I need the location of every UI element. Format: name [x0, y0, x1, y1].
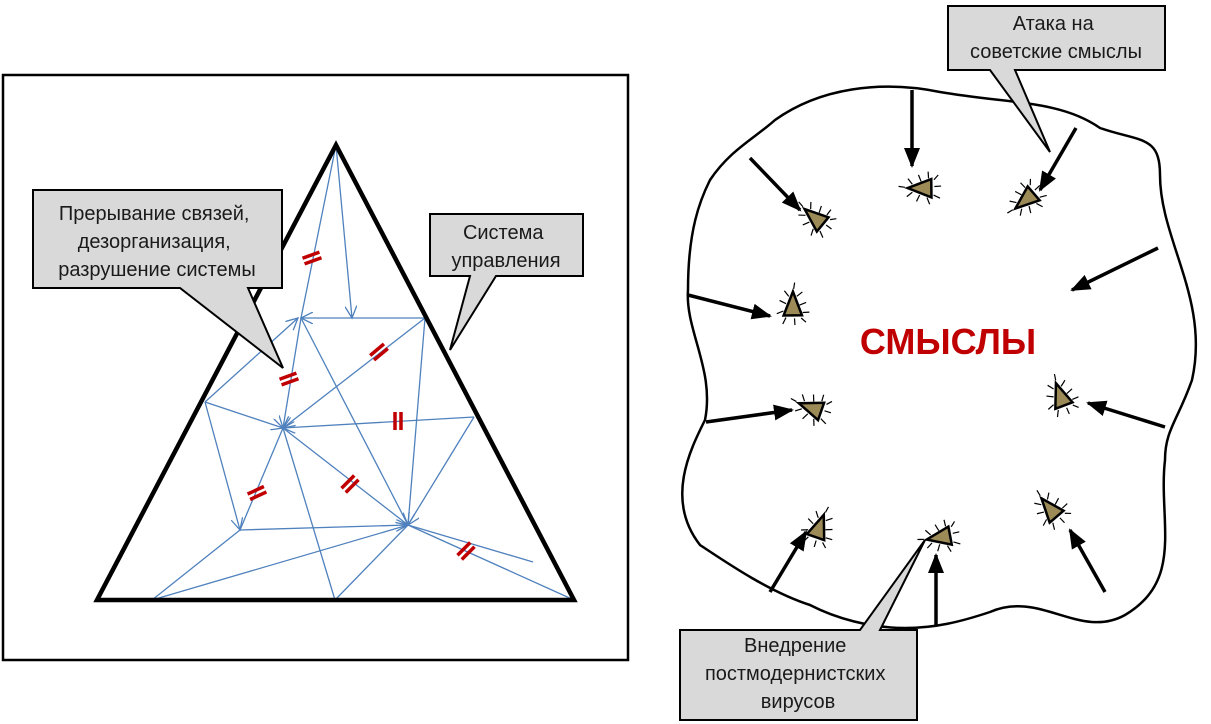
attack-arrows — [687, 90, 1166, 625]
callout-break-line-2: дезорганизация, — [78, 231, 231, 253]
virus — [798, 201, 837, 238]
callout-system-line-1: Система — [463, 222, 544, 244]
break-mark — [456, 541, 476, 561]
break-mark — [301, 250, 323, 266]
attack-arrow — [1068, 528, 1107, 593]
callout-attack-box — [947, 5, 1166, 153]
network-link — [282, 427, 336, 601]
callout-break-line-3: разрушение системы — [58, 259, 256, 281]
callout-break: Прерывание связей, дезорганизация, разру… — [32, 189, 284, 369]
attack-arrow — [748, 156, 802, 212]
virus — [1007, 178, 1047, 216]
virus — [801, 506, 833, 549]
attack-arrow — [1070, 246, 1159, 292]
callout-break-box — [32, 189, 284, 369]
callout-system: Система управления — [429, 213, 584, 351]
break-mark — [393, 412, 403, 430]
network-link — [408, 416, 475, 525]
callout-attack-line-2: советские смыслы — [970, 41, 1142, 63]
network-link — [239, 525, 408, 530]
svg-text:Внедрение постмодернис: Внедрение постмодернистских вирусов — [705, 635, 891, 713]
network-link — [151, 529, 241, 601]
break-mark — [246, 484, 268, 502]
network-link — [204, 318, 298, 403]
callout-attack-line-1: Атака на — [1013, 13, 1095, 35]
attack-arrow — [768, 530, 808, 593]
right-panel: СМЫСЛЫ — [679, 5, 1198, 721]
callout-system-line-2: управления — [451, 250, 560, 272]
virus — [790, 394, 833, 426]
network-link — [204, 401, 283, 428]
attack-arrow — [687, 293, 772, 320]
svg-text:Система управления: Система управления — [451, 222, 560, 272]
virus — [898, 171, 942, 205]
svg-text:Прерывание связей, дез: Прерывание связей, дезорганизация, разру… — [58, 203, 256, 281]
svg-text:Атака на советские смы: Атака на советские смыслы — [970, 13, 1142, 63]
break-marks — [246, 250, 476, 561]
callout-viruses-line-1: Внедрение — [744, 635, 846, 657]
attack-arrow — [705, 404, 794, 424]
network-lines — [151, 144, 575, 601]
callout-viruses-line-2: постмодернистских — [705, 663, 886, 685]
network-link — [407, 524, 575, 601]
network-link — [408, 317, 426, 525]
center-label: СМЫСЛЫ — [860, 321, 1036, 362]
virus — [1034, 490, 1072, 530]
virus — [917, 519, 961, 552]
viruses — [776, 171, 1079, 552]
break-mark — [278, 371, 300, 387]
break-mark — [369, 342, 389, 362]
callout-break-line-1: Прерывание связей, — [59, 203, 250, 225]
attack-arrow — [1038, 127, 1078, 192]
left-panel: Прерывание связей, дезорганизация, разру… — [1, 73, 630, 662]
callout-viruses: Внедрение постмодернистских вирусов — [679, 539, 926, 721]
network-link — [239, 427, 284, 531]
network-link — [300, 144, 337, 319]
network-link — [300, 317, 409, 526]
break-mark — [340, 474, 360, 494]
network-link — [335, 144, 352, 318]
callout-system-box — [429, 213, 584, 351]
virus — [776, 282, 810, 326]
callout-viruses-line-3: вирусов — [761, 691, 835, 713]
management-triangle — [93, 140, 578, 603]
network-link — [204, 401, 240, 530]
callout-viruses-box — [679, 539, 926, 721]
network-link — [151, 524, 409, 601]
virus — [1046, 373, 1079, 418]
network-link — [334, 524, 409, 601]
network-link — [283, 416, 475, 428]
left-frame — [1, 73, 630, 662]
network-link — [282, 427, 408, 525]
attack-arrow — [1086, 400, 1166, 429]
callout-attack: Атака на советские смыслы — [947, 5, 1166, 153]
network-link — [283, 317, 426, 428]
